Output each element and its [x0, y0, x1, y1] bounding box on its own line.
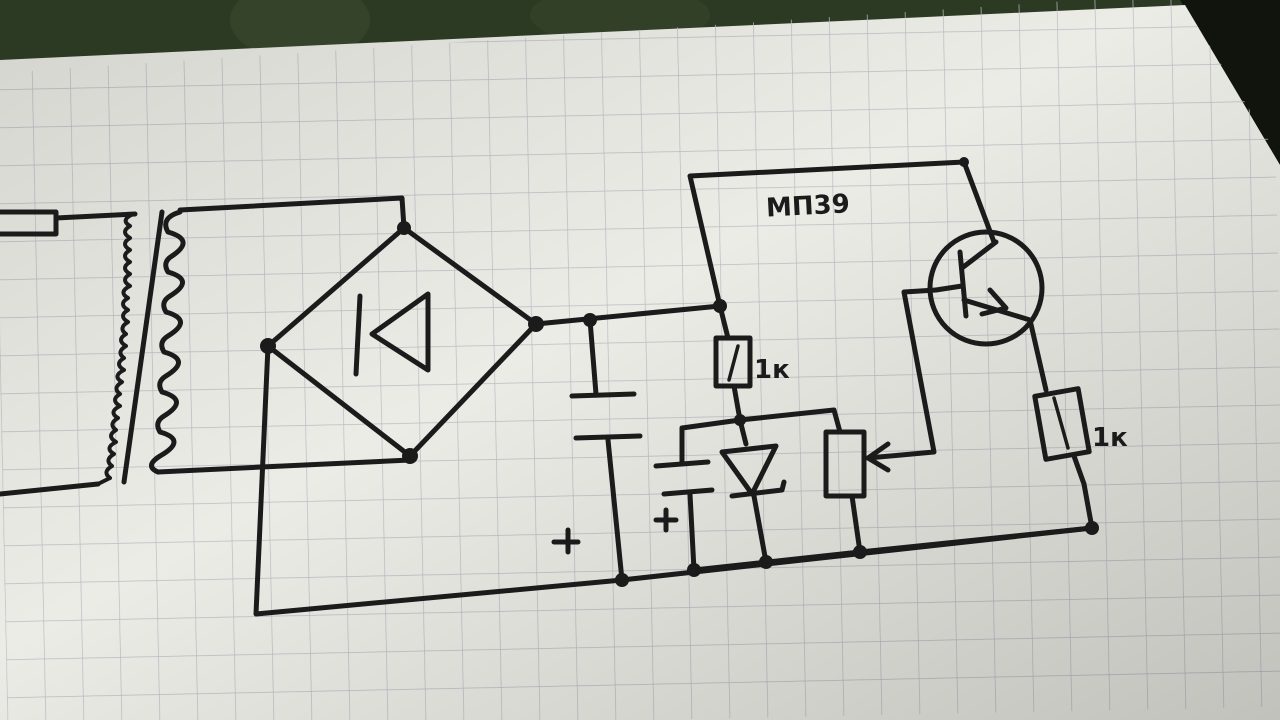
transformer: [0, 209, 186, 497]
junction-dots: [260, 157, 1099, 587]
transistor: [927, 229, 1049, 393]
potentiometer: [823, 287, 939, 555]
transistor-emitter-arrow: [979, 287, 1009, 317]
wire-base: [865, 287, 939, 461]
wire-secondary-top: [177, 195, 407, 231]
wire-small-cap-top: [679, 417, 743, 465]
main-capacitor: [551, 317, 643, 583]
transistor-label: МП39: [765, 189, 850, 223]
resistor-top-label: 1к: [754, 355, 790, 385]
resistor-right-label: 1к: [1092, 423, 1128, 453]
zener-diode: [719, 417, 787, 565]
wire-secondary-bottom: [155, 457, 413, 475]
wire-collector: [687, 159, 997, 309]
wire-pot-top: [737, 407, 843, 435]
schematic: [0, 157, 1099, 617]
small-capacitor: [653, 459, 715, 573]
fuse: [0, 209, 138, 237]
secondary-winding: [149, 209, 186, 475]
wire-positive-rail: [533, 303, 723, 327]
transformer-core: [121, 209, 165, 485]
resistor-right: [1032, 386, 1092, 487]
primary-winding: [0, 212, 135, 497]
